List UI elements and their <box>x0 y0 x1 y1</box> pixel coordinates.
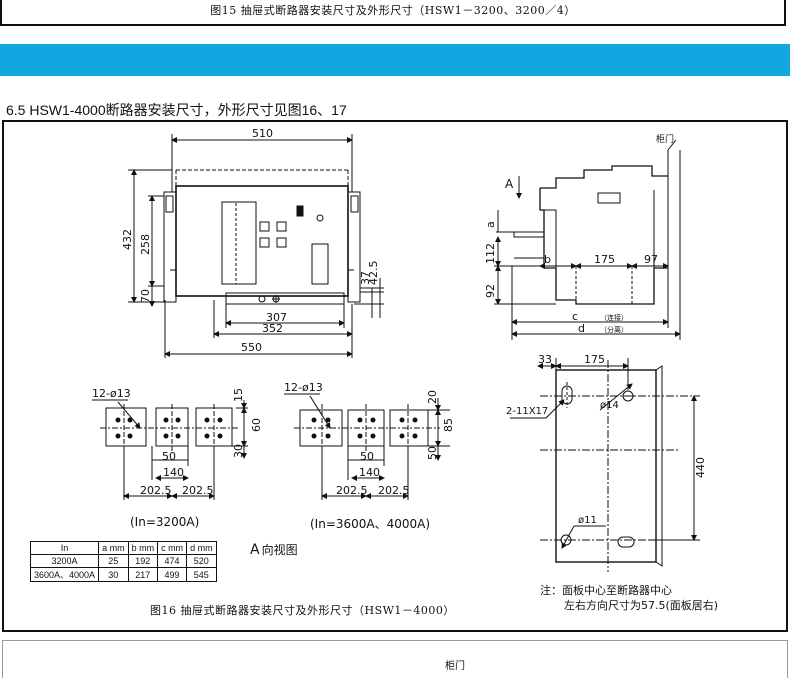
dim-50-v: 50 <box>426 446 439 460</box>
front-view-dims: 510 432 258 70 37 42.5 307 352 550 <box>121 127 380 354</box>
panel-note: 注：面板中心至断路器中心 左右方向尺寸为57.5(面板居右) <box>540 583 718 613</box>
table-cell: 3200A <box>29 554 100 568</box>
dim-352: 352 <box>262 322 283 335</box>
hole-pattern-3200-labels: 12-ø13 15 60 30 50 140 202.5 202.5 <box>92 387 263 497</box>
note-line-1: 注：面板中心至断路器中心 <box>540 584 672 597</box>
side-view-labels: 柜门 A a 112 92 b 175 97 c （连接） d （分离） <box>484 133 674 335</box>
dim-440: 440 <box>694 457 707 478</box>
cabinet-door-label-next: 柜门 <box>445 661 465 672</box>
section-banner <box>0 44 790 76</box>
figure-17-panel <box>2 640 788 678</box>
dim-phi14: ø14 <box>600 400 619 411</box>
view-text: 向视图 <box>261 543 298 557</box>
panel-view <box>510 358 700 572</box>
dim-92: 92 <box>484 284 497 298</box>
figure-16-caption: 图16 抽屉式断路器安装尺寸及外形尺寸（HSW1－4000） <box>150 604 455 617</box>
holes-label-4000: 12-ø13 <box>284 381 323 394</box>
dim-42-5: 42.5 <box>367 261 380 286</box>
dim-258: 258 <box>139 234 152 255</box>
holes-label-3200: 12-ø13 <box>92 387 131 400</box>
hole-pattern-3200 <box>92 399 248 500</box>
dim-20: 20 <box>426 390 439 404</box>
dim-175-panel: 175 <box>584 353 605 366</box>
dim-202-5-d: 202.5 <box>378 484 410 497</box>
table-cell: 25 <box>98 554 129 568</box>
table-header: In <box>29 541 100 555</box>
table-row: 3600A、4000A 30 217 499 545 <box>29 567 217 582</box>
dim-33: 33 <box>538 353 552 366</box>
dim-2-11x17: 2-11X17 <box>506 406 548 417</box>
dim-97: 97 <box>644 253 658 266</box>
table-cell: 520 <box>186 554 217 568</box>
in-3200-label: (In=3200A) <box>130 515 200 529</box>
hole-pattern-4000-labels: 12-ø13 20 85 50 50 140 202.5 202.5 <box>284 381 455 497</box>
table-row: 3200A 25 192 474 520 <box>29 554 217 568</box>
dim-b: b <box>544 253 551 266</box>
table-cell: 192 <box>127 554 159 568</box>
panel-view-labels: 33 175 2-11X17 ø14 440 ø11 <box>506 353 707 526</box>
dim-202-5-b: 202.5 <box>182 484 214 497</box>
dim-15: 15 <box>232 388 245 402</box>
dim-175-side: 175 <box>594 253 615 266</box>
dim-c-note: （连接） <box>600 313 628 322</box>
dim-140: 140 <box>163 466 184 479</box>
table-cell: 3600A、4000A <box>29 567 100 582</box>
dim-112: 112 <box>484 243 497 264</box>
dim-307: 307 <box>266 311 287 324</box>
dim-60: 60 <box>250 418 263 432</box>
arrow-a-label: A <box>505 177 514 191</box>
dim-phi11: ø11 <box>578 515 597 526</box>
side-view <box>494 139 681 340</box>
dim-d: d <box>578 322 585 335</box>
table-cell: 474 <box>157 554 188 568</box>
dim-a: a <box>484 221 497 228</box>
dim-432: 432 <box>121 229 134 250</box>
section-heading: 6.5 HSW1-4000断路器安装尺寸，外形尺寸见图16、17 <box>6 102 347 118</box>
note-line-2: 左右方向尺寸为57.5(面板居右) <box>564 599 719 612</box>
table-header: b mm <box>127 541 159 555</box>
table-cell: 499 <box>157 567 188 582</box>
dim-202-5-c: 202.5 <box>336 484 368 497</box>
dim-30: 30 <box>232 444 245 458</box>
dim-85: 85 <box>442 418 455 432</box>
cabinet-door-label: 柜门 <box>656 133 674 145</box>
dim-c: c <box>572 310 578 323</box>
in-4000-label: (In=3600A、4000A) <box>310 517 431 531</box>
table-header: a mm <box>98 541 129 555</box>
front-view <box>128 134 384 358</box>
dim-510: 510 <box>252 127 273 140</box>
table-cell: 30 <box>98 567 129 582</box>
dimension-table: In a mm b mm c mm d mm 3200A 25 192 474 … <box>29 541 217 582</box>
table-cell: 545 <box>186 567 217 582</box>
table-header: c mm <box>157 541 188 555</box>
dim-140-b: 140 <box>359 466 380 479</box>
table-header-row: In a mm b mm c mm d mm <box>29 541 217 555</box>
dim-202-5-a: 202.5 <box>140 484 172 497</box>
view-letter: A <box>250 542 260 558</box>
table-cell: 217 <box>127 567 159 582</box>
dim-d-note: （分离） <box>600 325 628 334</box>
previous-figure-frame: 图15 抽屉式断路器安装尺寸及外形尺寸（HSW1－3200、3200／4） <box>0 0 786 26</box>
dim-50-h: 50 <box>360 450 374 463</box>
dim-50: 50 <box>162 450 176 463</box>
dim-70: 70 <box>139 289 152 303</box>
hole-pattern-4000 <box>284 393 450 500</box>
dim-37: 37 <box>359 271 372 285</box>
figure-15-caption: 图15 抽屉式断路器安装尺寸及外形尺寸（HSW1－3200、3200／4） <box>210 4 576 17</box>
dim-550: 550 <box>241 341 262 354</box>
table-header: d mm <box>186 541 217 555</box>
